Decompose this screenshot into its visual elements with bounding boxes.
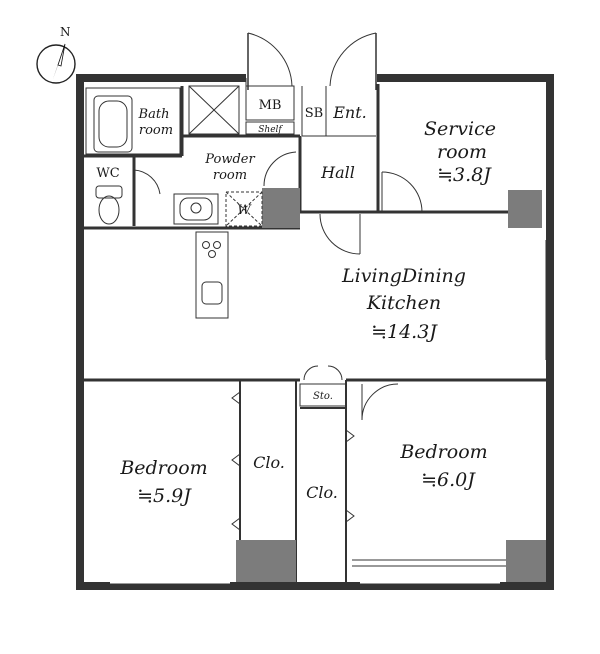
outer-walls: [76, 72, 554, 590]
bedroom-left-size: ≒5.9J: [137, 485, 192, 507]
powder-room: Powder room W: [133, 151, 297, 227]
lower-inner-walls: [84, 378, 546, 582]
compass-north-label: N: [60, 25, 71, 39]
bedroom-right: Bedroom ≒6.0J: [361, 383, 488, 491]
entrance-door-right: [329, 32, 377, 90]
washer-label: W: [237, 203, 252, 218]
service-room: Service room ≒3.8J: [381, 118, 496, 213]
wc-label: WC: [96, 166, 119, 181]
bath-room: Bath room: [85, 87, 181, 155]
storage: Sto.: [299, 365, 347, 407]
upper-inner-walls: [84, 84, 542, 230]
powder-room-label-2: room: [213, 168, 247, 183]
bedroom-left-label: Bedroom: [119, 457, 207, 479]
mb-label: MB: [259, 98, 282, 113]
sb-label: SB: [305, 106, 323, 121]
ldk-label-1: LivingDining: [341, 265, 466, 287]
bedroom-right-label: Bedroom: [399, 441, 487, 463]
entrance: SB Ent.: [301, 86, 376, 137]
powder-room-label-1: Powder: [204, 152, 255, 167]
hall: Hall: [319, 163, 361, 255]
service-room-size: ≒3.8J: [437, 164, 492, 186]
north-compass-icon: N: [36, 25, 76, 84]
ldk-label-2: Kitchen: [366, 292, 441, 314]
clo-left-label: Clo.: [253, 453, 285, 472]
wc: WC: [95, 166, 123, 225]
ent-label: Ent.: [332, 103, 367, 122]
closet-left: Clo.: [231, 391, 285, 531]
pipe-shaft: [188, 85, 240, 135]
closet-mid: Clo.: [306, 429, 355, 523]
entrance-door-left: [247, 32, 293, 90]
service-room-label-2: room: [437, 141, 487, 163]
meter-box: MB: [245, 85, 295, 121]
hall-label: Hall: [320, 163, 355, 182]
service-room-label-1: Service: [424, 118, 496, 140]
living-dining-kitchen: LivingDining Kitchen ≒14.3J: [195, 231, 547, 360]
bath-room-label-2: room: [139, 123, 173, 138]
bedroom-right-size: ≒6.0J: [421, 469, 476, 491]
ldk-size: ≒14.3J: [371, 321, 438, 343]
bath-room-label-1: Bath: [138, 107, 170, 122]
sto-label: Sto.: [313, 391, 333, 402]
clo-mid-label: Clo.: [306, 483, 338, 502]
shelf-label: Shelf: [258, 125, 283, 135]
bedroom-left: Bedroom ≒5.9J: [119, 457, 207, 507]
shelf: Shelf: [245, 121, 295, 135]
